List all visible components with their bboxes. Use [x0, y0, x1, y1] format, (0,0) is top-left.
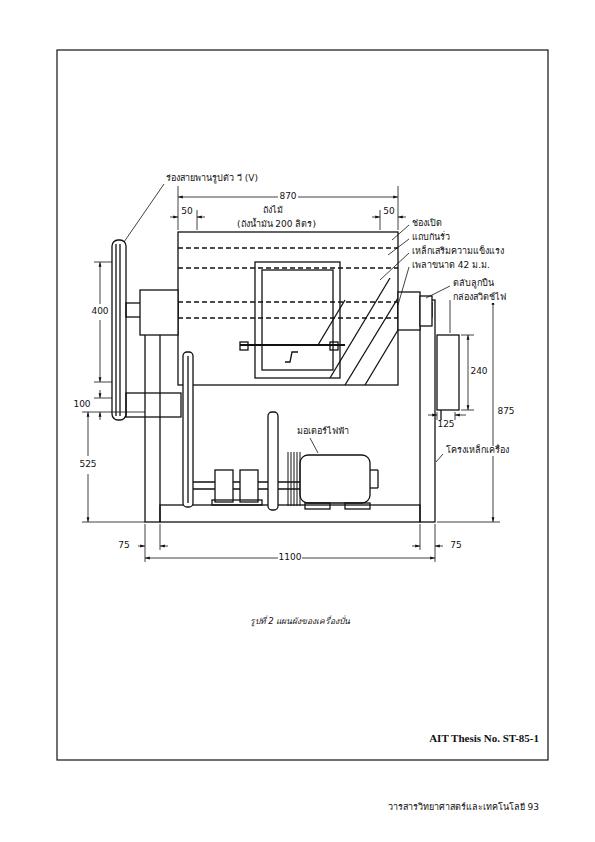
motor-drive — [193, 412, 378, 510]
dimension: 400 — [90, 307, 109, 317]
wooden-tank — [178, 232, 398, 385]
part-label: ตลับลูกปืน — [452, 279, 495, 289]
part-label: มอเตอร์ไฟฟ้า — [296, 427, 350, 437]
part-label: กล่องสวิตช์ไฟ — [452, 293, 507, 303]
shaft-bearings — [126, 290, 432, 335]
dimension: 870 — [278, 192, 297, 202]
switch-box — [437, 335, 459, 424]
dimension: 100 — [72, 400, 91, 410]
part-label: ช่องเปิด — [411, 219, 443, 229]
part-label: ร่องสายพานรูปตัว วี (V) — [165, 174, 259, 184]
part-label: เพลาขนาด 42 ม.ม. — [411, 261, 491, 271]
dimension: 75 — [117, 541, 130, 551]
motor-fin — [297, 452, 298, 506]
dimension: 125 — [436, 420, 455, 430]
page-footer: วารสารวิทยาศาสตร์และเทคโนโลยี 93 — [387, 803, 540, 813]
motor-fin — [300, 452, 301, 506]
dimension: 875 — [496, 407, 515, 417]
motor-fins — [288, 452, 300, 506]
figure-caption: รูปที่ 2 แผนผังของเครื่องปั่น — [249, 617, 352, 626]
dimension: 50 — [180, 207, 193, 217]
thesis-number: AIT Thesis No. ST-85-1 — [428, 732, 540, 744]
part-label: (ถังน้ำมัน 200 ลิตร) — [236, 220, 317, 230]
machine-frame — [145, 300, 435, 522]
part-label: โครงเหล็กเครื่อง — [445, 446, 510, 456]
dimension: 50 — [382, 207, 395, 217]
part-label: ถังไม้ — [262, 206, 284, 216]
belt-pulley — [183, 352, 193, 507]
part-label: แถบกันรั่ว — [411, 233, 451, 243]
dimension-lines — [82, 186, 500, 562]
motor-fin — [288, 452, 289, 506]
part-label: เหล็กเสริมความแข็งแรง — [411, 247, 505, 257]
dimension: 1100 — [278, 553, 303, 563]
leader-lines — [124, 184, 450, 462]
dimension: 525 — [78, 460, 97, 470]
dimension: 240 — [469, 367, 488, 377]
v-belt-pulley — [112, 240, 181, 420]
page-border — [57, 50, 548, 760]
motor-fin — [294, 452, 295, 506]
motor-fin — [291, 452, 292, 506]
dimension: 75 — [449, 541, 462, 551]
